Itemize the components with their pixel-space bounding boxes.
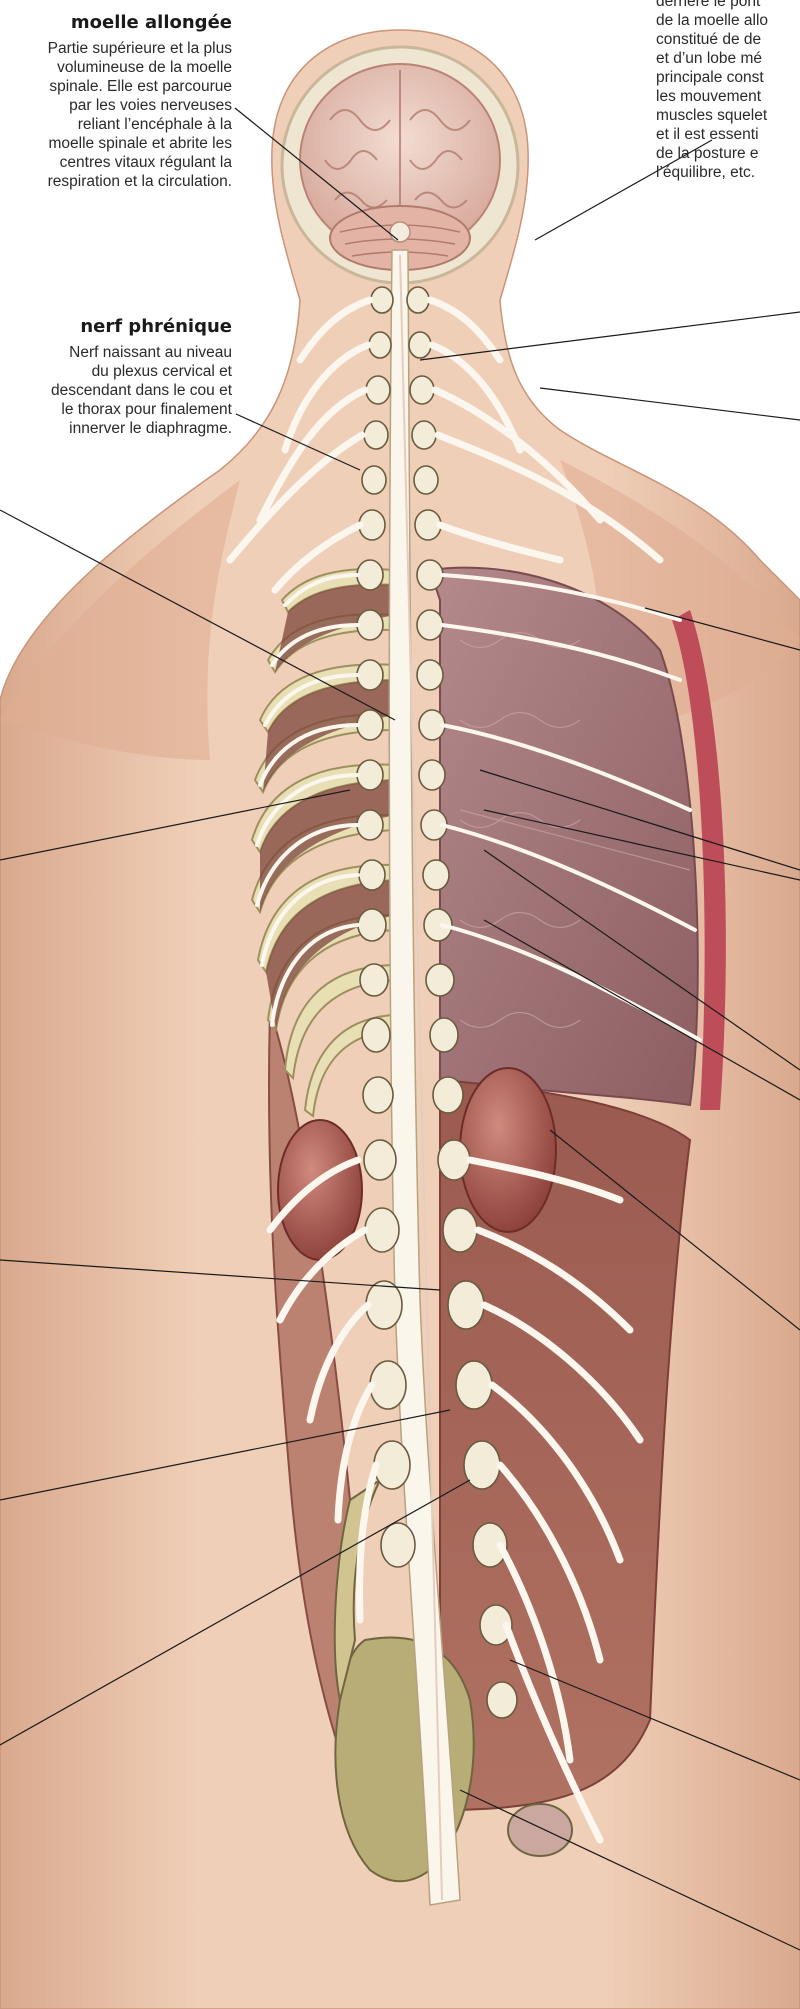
lung: [430, 568, 698, 1105]
text-line: principale const: [656, 69, 764, 86]
label-title: nerf phrénique: [0, 316, 232, 337]
text-line: de la posture e: [656, 145, 759, 162]
text-line: derrière le pont: [656, 0, 760, 10]
text-line: spinale. Elle est parcourue: [49, 78, 232, 95]
text-line: du plexus cervical et: [92, 363, 232, 380]
text-line: respiration et la circulation.: [48, 173, 232, 190]
text-line: le thorax pour finalement: [61, 401, 232, 418]
text-line: reliant l’encéphale à la: [78, 116, 232, 133]
kidney-right: [460, 1068, 556, 1232]
text-line: par les voies nerveuses: [69, 97, 232, 114]
label-moelle-allongee: moelle allongée Partie supérieure et la …: [0, 12, 232, 191]
text-line: l’équilibre, etc.: [656, 164, 755, 181]
text-line: muscles squelet: [656, 107, 767, 124]
label-description: derrière le pont de la moelle allo const…: [656, 0, 800, 182]
text-line: et il est essenti: [656, 126, 759, 143]
text-line: innerver le diaphragme.: [69, 420, 232, 437]
pelvic-foramen: [508, 1804, 572, 1856]
text-line: constitué de de: [656, 31, 761, 48]
text-line: centres vitaux régulant la: [60, 154, 232, 171]
text-line: et d’un lobe mé: [656, 50, 762, 67]
brainstem: [390, 222, 410, 242]
label-cervelet-partial: derrière le pont de la moelle allo const…: [656, 0, 800, 182]
text-line: Partie supérieure et la plus: [48, 40, 232, 57]
label-nerf-phrenique: nerf phrénique Nerf naissant au niveau d…: [0, 316, 232, 438]
label-description: Partie supérieure et la plus volumineuse…: [0, 39, 232, 191]
text-line: de la moelle allo: [656, 12, 768, 29]
text-line: Nerf naissant au niveau: [69, 344, 232, 361]
text-line: volumineuse de la moelle: [57, 59, 232, 76]
shoulder-shadow-left: [0, 480, 240, 760]
label-title: moelle allongée: [0, 12, 232, 33]
text-line: moelle spinale et abrite les: [48, 135, 232, 152]
text-line: les mouvement: [656, 88, 761, 105]
text-line: descendant dans le cou et: [51, 382, 232, 399]
label-description: Nerf naissant au niveau du plexus cervic…: [0, 343, 232, 438]
